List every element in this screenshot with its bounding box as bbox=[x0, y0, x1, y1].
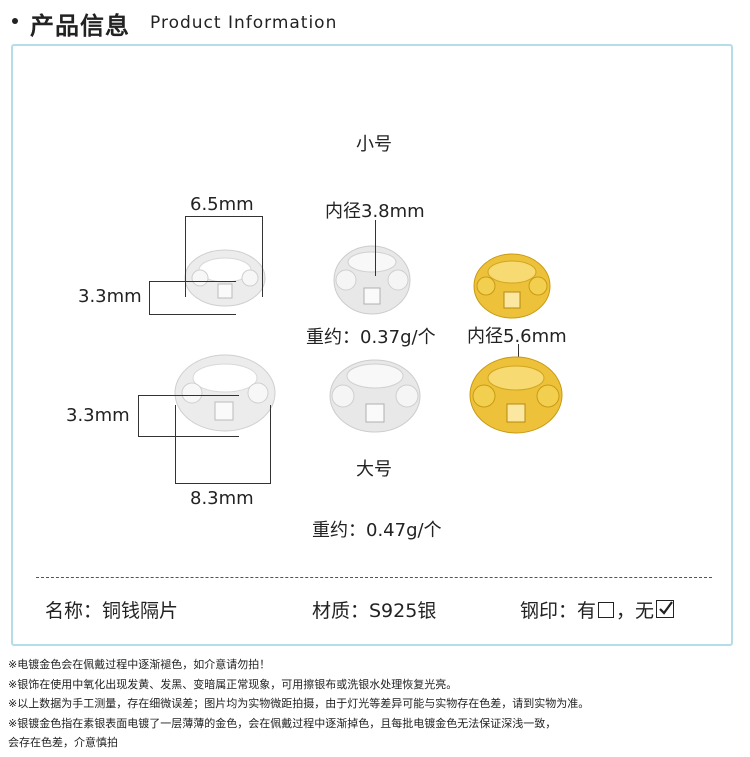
small-gold-ring-photo bbox=[473, 253, 551, 319]
product-name: 名称：铜钱隔片 bbox=[45, 600, 179, 622]
bullet-dot bbox=[12, 18, 18, 24]
large-height-bracket bbox=[138, 395, 239, 437]
large-width-bracket bbox=[175, 405, 271, 484]
small-weight-label: 重约：0.37g/个 bbox=[306, 327, 436, 348]
product-material: 材质：S925银 bbox=[312, 600, 437, 622]
size-large-label: 大号 bbox=[356, 459, 392, 480]
stamp-info: 钢印：有 ，无 bbox=[520, 596, 675, 623]
small-inner-pointer bbox=[375, 220, 376, 276]
note-line: 会存在色差，介意慎拍 bbox=[8, 736, 118, 749]
section-header: 产品信息 Product Information bbox=[0, 0, 750, 44]
stamp-yes-label: 有 bbox=[577, 600, 597, 622]
small-height-label: 3.3mm bbox=[78, 286, 142, 307]
section-title-en: Product Information bbox=[150, 13, 338, 33]
small-width-label: 6.5mm bbox=[190, 194, 254, 215]
large-silver-ring-photo bbox=[174, 354, 276, 432]
note-line: ※银镀金色指在素银表面电镀了一层薄薄的金色，会在佩戴过程中逐渐掉色，且每批电镀金… bbox=[8, 716, 557, 730]
note-line: ※电镀金色会在佩戴过程中逐渐褪色，如介意请勿拍！ bbox=[8, 658, 271, 671]
small-inner-diameter-label: 内径3.8mm bbox=[325, 201, 425, 222]
small-height-bracket bbox=[149, 281, 236, 315]
product-info-panel bbox=[11, 44, 733, 646]
small-width-bracket bbox=[185, 216, 263, 297]
note-line: ※以上数据为手工测量，存在细微误差；图片均为实物微距拍摄，由于灯光等差异可能与实… bbox=[8, 697, 590, 710]
large-width-label: 8.3mm bbox=[190, 488, 254, 509]
section-title-cn: 产品信息 bbox=[30, 12, 130, 40]
large-gold-ring-photo bbox=[469, 356, 563, 434]
large-weight-label: 重约：0.47g/个 bbox=[312, 520, 442, 541]
stamp-separator: ， bbox=[616, 600, 636, 622]
large-height-label: 3.3mm bbox=[66, 405, 130, 426]
stamp-no-label: 无 bbox=[635, 600, 655, 622]
note-line: ※银饰在使用中氧化出现发黄、发黑、变暗属正常现象，可用擦银布或洗银水处理恢复光亮… bbox=[8, 677, 458, 691]
divider bbox=[36, 577, 712, 578]
notes: ※电镀金色会在佩戴过程中逐渐褪色，如介意请勿拍！ ※银饰在使用中氧化出现发黄、发… bbox=[8, 655, 748, 753]
large-inner-diameter-label: 内径5.6mm bbox=[467, 326, 567, 347]
stamp-label: 钢印： bbox=[520, 600, 578, 622]
large-silver-ring-front-photo bbox=[329, 359, 421, 433]
stamp-no-checkbox bbox=[656, 600, 675, 618]
size-small-label: 小号 bbox=[356, 134, 392, 155]
stamp-yes-checkbox bbox=[598, 602, 615, 618]
small-silver-ring-front-photo bbox=[333, 245, 411, 315]
small-silver-ring-photo bbox=[184, 249, 266, 307]
check-icon bbox=[659, 601, 673, 615]
